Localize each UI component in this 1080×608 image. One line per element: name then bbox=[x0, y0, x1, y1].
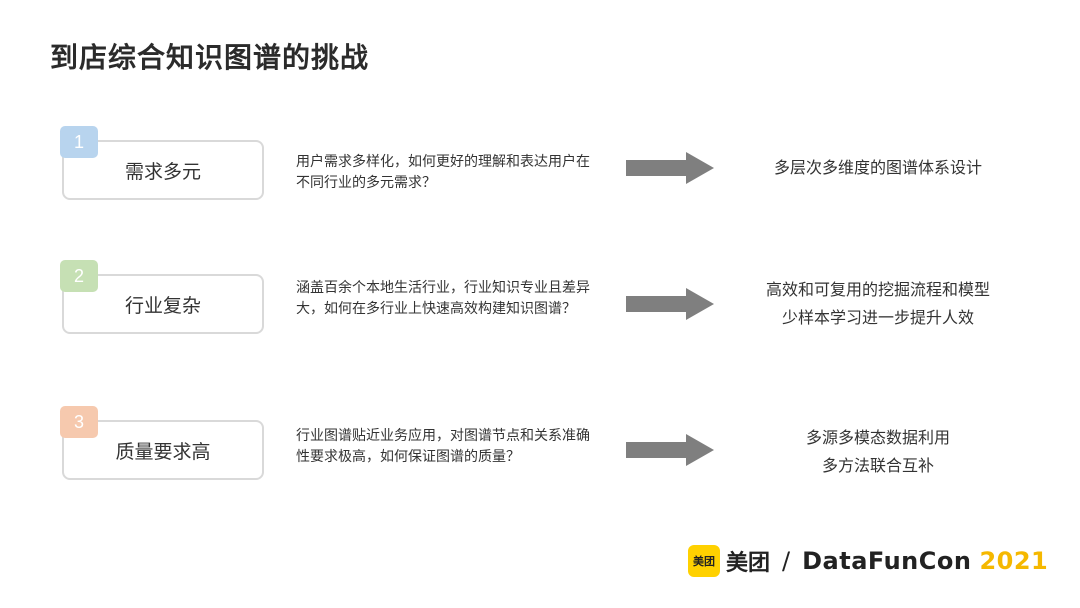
solution-line: 多层次多维度的图谱体系设计 bbox=[773, 158, 982, 177]
challenge-number-badge: 3 bbox=[60, 406, 98, 438]
conference-title: DataFunCon bbox=[802, 547, 972, 575]
challenge-solution: 多层次多维度的图谱体系设计 bbox=[728, 154, 1028, 182]
challenge-row: 行业复杂 2 涵盖百余个本地生活行业，行业知识专业且差异大，如何在多行业上快速高… bbox=[0, 256, 1080, 366]
page-title: 到店综合知识图谱的挑战 bbox=[50, 41, 370, 74]
challenge-description: 行业图谱贴近业务应用，对图谱节点和关系准确性要求极高，如何保证图谱的质量？ bbox=[296, 428, 590, 465]
meituan-logo-icon: 美团 bbox=[688, 545, 720, 577]
solution-line: 多方法联合互补 bbox=[821, 456, 934, 475]
challenge-number-badge: 1 bbox=[60, 126, 98, 158]
solution-line: 少样本学习进一步提升人效 bbox=[781, 308, 974, 327]
conference-year: 2021 bbox=[979, 547, 1049, 575]
challenge-label: 需求多元 bbox=[62, 140, 264, 200]
right-arrow-icon bbox=[626, 152, 714, 184]
challenge-description: 用户需求多样化，如何更好的理解和表达用户在不同行业的多元需求？ bbox=[296, 154, 590, 191]
challenge-solution: 多源多模态数据利用 多方法联合互补 bbox=[728, 424, 1028, 480]
footer-separator: / bbox=[782, 547, 791, 575]
solution-line: 多源多模态数据利用 bbox=[805, 428, 950, 447]
challenge-number-badge: 2 bbox=[60, 260, 98, 292]
challenge-row: 需求多元 1 用户需求多样化，如何更好的理解和表达用户在不同行业的多元需求？ 多… bbox=[0, 122, 1080, 232]
challenge-solution: 高效和可复用的挖掘流程和模型 少样本学习进一步提升人效 bbox=[728, 276, 1028, 332]
right-arrow-icon bbox=[626, 288, 714, 320]
challenge-description: 涵盖百余个本地生活行业，行业知识专业且差异大，如何在多行业上快速高效构建知识图谱… bbox=[296, 280, 590, 317]
solution-line: 高效和可复用的挖掘流程和模型 bbox=[765, 280, 990, 299]
right-arrow-icon bbox=[626, 434, 714, 466]
brand-name: 美团 bbox=[726, 551, 771, 576]
challenge-row: 质量要求高 3 行业图谱贴近业务应用，对图谱节点和关系准确性要求极高，如何保证图… bbox=[0, 402, 1080, 512]
